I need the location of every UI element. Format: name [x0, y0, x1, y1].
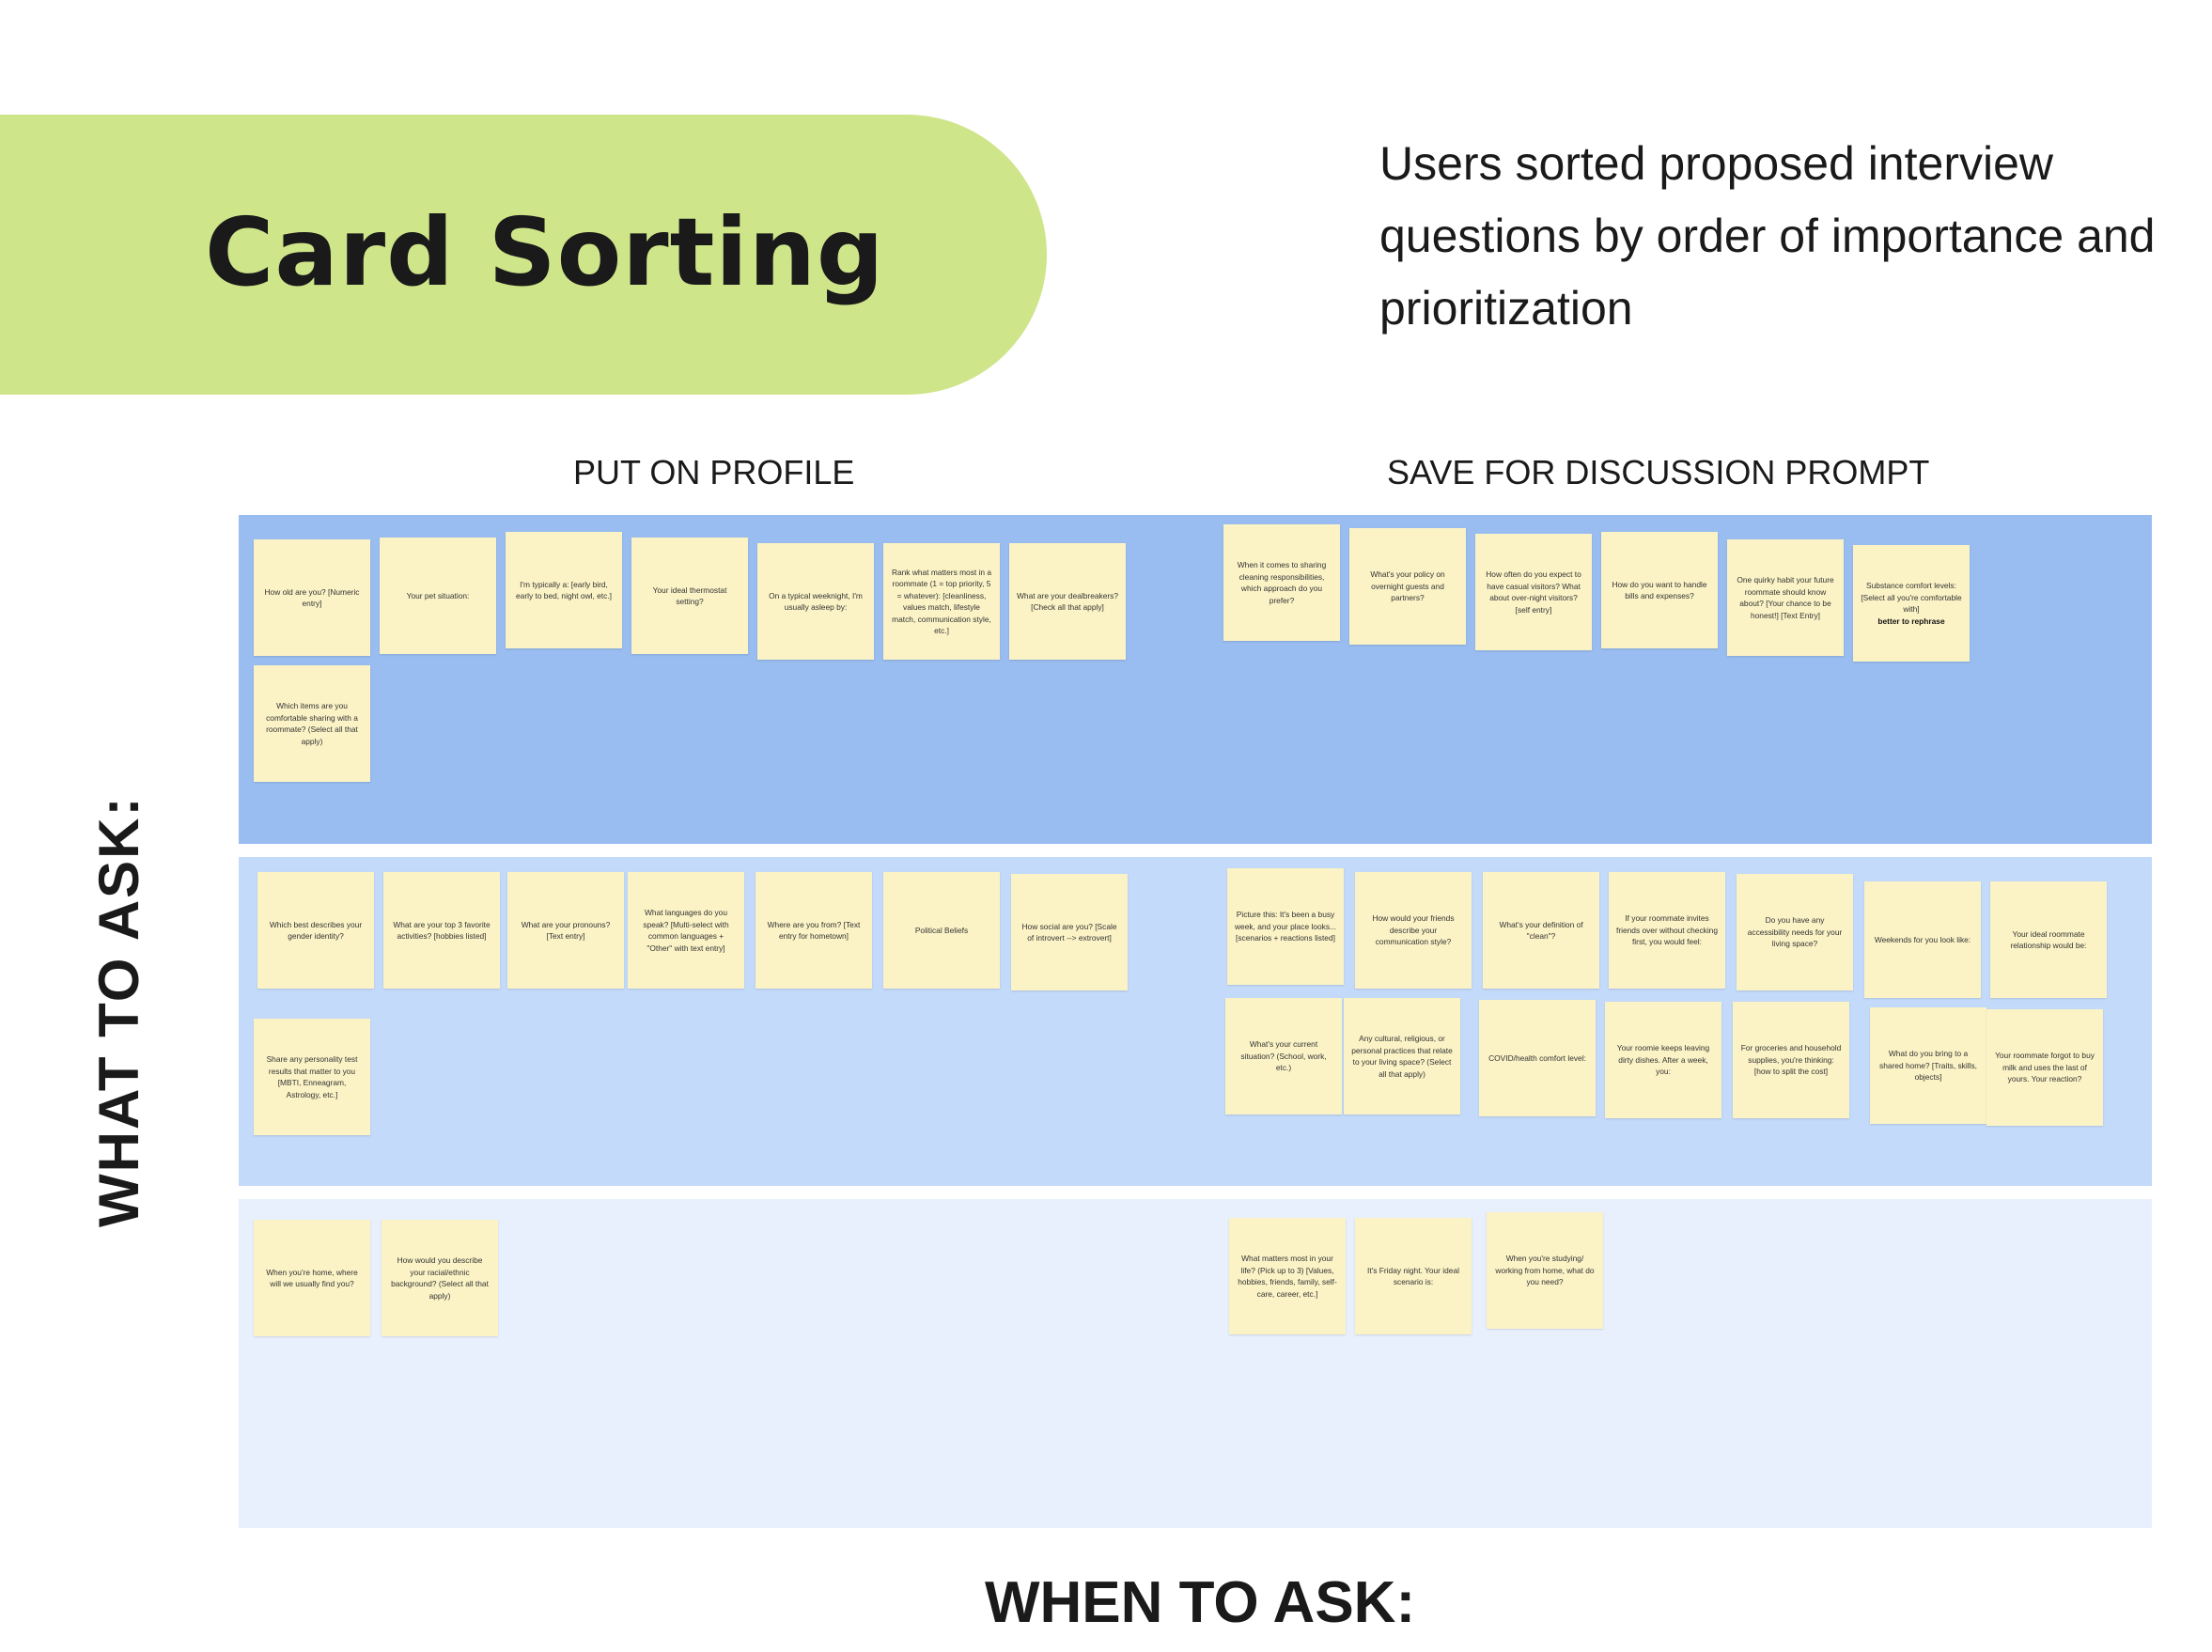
sticky-note[interactable]: Substance comfort levels: [Select all yo… — [1853, 545, 1970, 662]
sticky-note[interactable]: Your roomie keeps leaving dirty dishes. … — [1605, 1002, 1721, 1118]
column-header-profile: PUT ON PROFILE — [573, 453, 855, 491]
band-low-priority — [239, 1199, 2152, 1528]
sticky-note[interactable]: Your pet situation: — [380, 538, 496, 654]
sticky-note[interactable]: Any cultural, religious, or personal pra… — [1344, 998, 1460, 1114]
sticky-note[interactable]: Rank what matters most in a roommate (1 … — [883, 543, 1000, 660]
page-title: Card Sorting — [205, 197, 885, 307]
sticky-note[interactable]: How often do you expect to have casual v… — [1475, 534, 1592, 650]
sticky-note[interactable]: Which items are you comfortable sharing … — [254, 665, 370, 782]
sticky-note[interactable]: Political Beliefs — [883, 872, 1000, 989]
row-axis-label: WHAT TO ASK: — [87, 795, 150, 1228]
sticky-note[interactable]: Picture this: It's been a busy week, and… — [1227, 868, 1344, 985]
sticky-note[interactable]: For groceries and household supplies, yo… — [1733, 1002, 1849, 1118]
title-banner: Card Sorting — [0, 115, 1047, 395]
column-header-discussion: SAVE FOR DISCUSSION PROMPT — [1387, 453, 1930, 491]
sticky-note[interactable]: What's your current situation? (School, … — [1225, 998, 1342, 1114]
sticky-note[interactable]: How old are you? [Numeric entry] — [254, 539, 370, 656]
sticky-note[interactable]: Where are you from? [Text entry for home… — [756, 872, 872, 989]
sticky-note[interactable]: What are your pronouns? [Text entry] — [507, 872, 624, 989]
sticky-note[interactable]: What's your policy on overnight guests a… — [1349, 528, 1466, 645]
sticky-note[interactable]: Which best describes your gender identit… — [257, 872, 374, 989]
sticky-note[interactable]: What matters most in your life? (Pick up… — [1229, 1218, 1346, 1334]
sticky-note[interactable]: Your ideal thermostat setting? — [631, 538, 748, 654]
sticky-note[interactable]: Your ideal roommate relationship would b… — [1990, 881, 2107, 998]
sticky-note[interactable]: How do you want to handle bills and expe… — [1601, 532, 1718, 648]
sticky-note[interactable]: On a typical weeknight, I'm usually asle… — [757, 543, 874, 660]
sticky-note[interactable]: COVID/health comfort level: — [1479, 1000, 1596, 1116]
sticky-note[interactable]: Do you have any accessibility needs for … — [1737, 874, 1853, 990]
sticky-note[interactable]: One quirky habit your future roommate sh… — [1727, 539, 1844, 656]
sticky-note[interactable]: Your roommate forgot to buy milk and use… — [1986, 1009, 2103, 1126]
sticky-note[interactable]: If your roommate invites friends over wi… — [1609, 872, 1725, 989]
sticky-note[interactable]: Weekends for you look like: — [1864, 881, 1981, 998]
sticky-note[interactable]: What do you bring to a shared home? [Tra… — [1870, 1007, 1986, 1124]
sticky-note[interactable]: I'm typically a: [early bird, early to b… — [506, 532, 622, 648]
sticky-note[interactable]: How would you describe your racial/ethni… — [382, 1220, 498, 1336]
sticky-note[interactable]: How would your friends describe your com… — [1355, 872, 1472, 989]
sticky-note[interactable]: What are your dealbreakers? [Check all t… — [1009, 543, 1126, 660]
sticky-note[interactable]: What are your top 3 favorite activities?… — [383, 872, 500, 989]
bottom-axis-label: WHEN TO ASK: — [985, 1570, 1416, 1635]
sticky-note[interactable]: Share any personality test results that … — [254, 1019, 370, 1135]
sticky-note[interactable]: When you're home, where will we usually … — [254, 1220, 370, 1336]
sticky-note[interactable]: It's Friday night. Your ideal scenario i… — [1355, 1218, 1472, 1334]
sticky-note[interactable]: When it comes to sharing cleaning respon… — [1223, 524, 1340, 641]
sticky-note[interactable]: What's your definition of "clean"? — [1483, 872, 1599, 989]
sticky-note[interactable]: What languages do you speak? [Multi-sele… — [628, 872, 744, 989]
description: Users sorted proposed interview question… — [1379, 137, 2156, 335]
sticky-note[interactable]: When you're studying/ working from home,… — [1487, 1212, 1603, 1329]
sticky-note[interactable]: How social are you? [Scale of introvert … — [1011, 874, 1128, 990]
